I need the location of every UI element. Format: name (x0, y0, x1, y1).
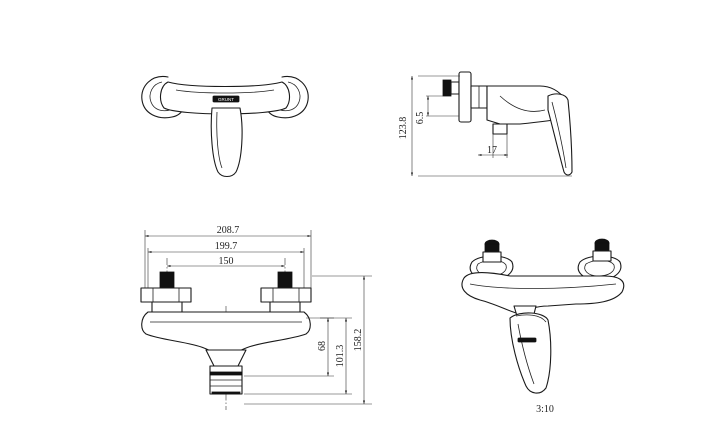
front-view: 208.7 199.7 150 (140, 225, 372, 410)
side-view: 123.8 6.5 17 (398, 71, 573, 177)
dim-side-height: 123.8 (398, 117, 409, 140)
top-logo (212, 95, 240, 103)
front-left-thread (159, 271, 175, 289)
top-logo-text: GRUNT (218, 97, 234, 102)
front-outlet-neck (205, 349, 247, 367)
front-left-escutcheon (140, 287, 192, 303)
front-left-nut (151, 301, 183, 313)
top-right-escutcheon (265, 76, 309, 119)
dim-inlet-centres: 150 (219, 256, 234, 267)
front-right-escutcheon (260, 287, 312, 303)
dim-overall-height: 158.2 (353, 329, 364, 352)
side-inlet-thread (442, 79, 452, 97)
dim-overall-width: 208.7 (217, 225, 240, 236)
side-inlet-nut (450, 81, 460, 95)
iso-logo (517, 337, 537, 343)
iso-handle (509, 312, 552, 394)
top-left-escutcheon (141, 76, 185, 119)
top-view: GRUNT (141, 76, 309, 178)
front-right-thread (277, 271, 293, 289)
iso-body (461, 271, 625, 315)
side-outlet (492, 123, 508, 135)
side-escutcheon (458, 71, 472, 123)
scale-label: 3:10 (536, 404, 554, 415)
dim-outlet-height: 101.3 (335, 345, 346, 368)
dim-outlet-length: 68 (317, 341, 328, 351)
front-right-nut (269, 301, 301, 313)
dim-body-width: 199.7 (215, 241, 238, 252)
dim-side-offset: 6.5 (415, 112, 426, 125)
top-handle (210, 107, 243, 178)
iso-view (461, 238, 625, 394)
dim-side-outlet: 17 (487, 145, 497, 156)
